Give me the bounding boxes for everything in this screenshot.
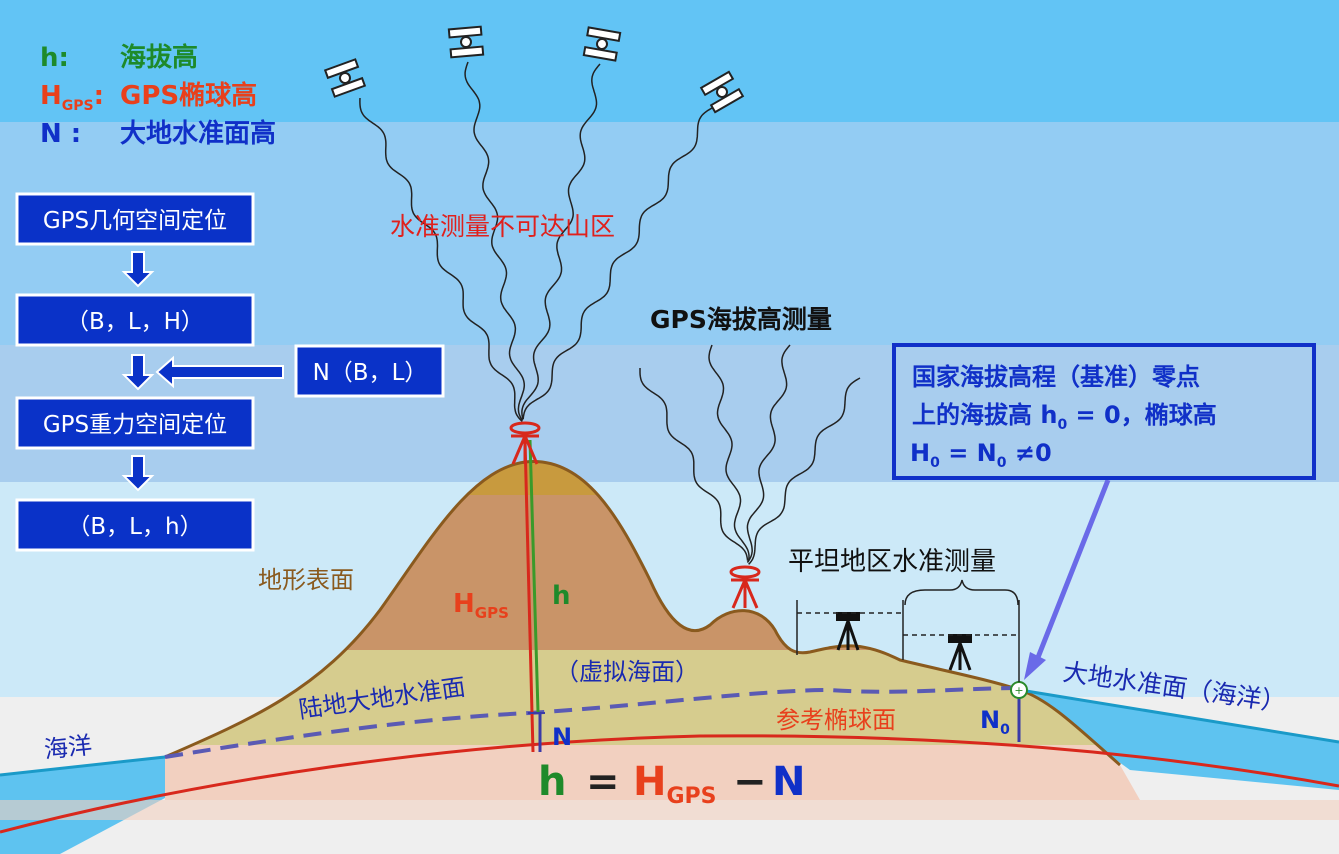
height-formula: h = HGPS − N: [538, 759, 805, 809]
flow-box-gravity: [15, 396, 255, 450]
legend-n-symbol: N :: [40, 119, 81, 149]
flow-arrow-icon: [121, 251, 284, 492]
leveling-instrument-icon: [836, 612, 860, 651]
satellite-icon: [447, 25, 485, 59]
sea-surface-right: [1019, 688, 1339, 744]
signal-wave: [521, 63, 601, 420]
legend-n-label: 大地水准面高: [120, 118, 276, 149]
leveling-instrument-icon: [948, 634, 972, 671]
signal-waves: [359, 61, 861, 565]
label-gps-height: GPS海拔高测量: [650, 305, 832, 334]
svg-text:HGPS:: HGPS:: [40, 81, 104, 114]
svg-text:国家海拔高程（基准）零点: 国家海拔高程（基准）零点: [912, 363, 1200, 391]
svg-text:H0 = N0 ≠0: H0 = N0 ≠0: [910, 439, 1052, 471]
label-ellipsoid: 参考椭球面: [776, 706, 896, 734]
label-flat-leveling: 平坦地区水准测量: [788, 547, 996, 577]
signal-wave: [359, 97, 523, 422]
svg-text:−: −: [733, 759, 767, 805]
legend-h-symbol: h:: [40, 43, 69, 73]
label-mountain-area: 水准测量不可达山区: [390, 212, 615, 241]
label-ocean: 海洋: [43, 731, 94, 764]
label-terrain: 地形表面: [258, 566, 354, 594]
svg-text:GPS几何空间定位: GPS几何空间定位: [43, 208, 227, 234]
signal-wave: [639, 368, 749, 561]
flow-box-geometric: [15, 192, 255, 246]
flow-box-n: [294, 344, 445, 398]
datum-callout-box: [892, 343, 1316, 480]
datum-callout-text: 国家海拔高程（基准）零点 上的海拔高 h0 = 0，椭球高 H0 = N0 ≠0: [910, 363, 1217, 471]
gps-receiver-icon: [509, 421, 541, 465]
signal-wave: [522, 107, 713, 419]
callout-arrow: [1032, 479, 1111, 666]
satellite-icon: [323, 58, 367, 98]
h-line: [528, 439, 540, 713]
terrain-surface-line: [164, 460, 1121, 767]
flow-box-blh-lower: [15, 498, 255, 552]
legend-hgps-label: GPS椭球高: [120, 80, 257, 111]
label-h: h: [552, 581, 571, 611]
signal-wave: [708, 344, 750, 562]
svg-text:（B，L，h）: （B，L，h）: [67, 514, 202, 540]
sky-band: [0, 0, 1339, 122]
leveling-rods: [796, 579, 1020, 682]
svg-text:=: =: [586, 759, 620, 805]
label-virtual-sea: （虚拟海面）: [555, 658, 699, 686]
flow-box-blh: [15, 293, 255, 347]
flowchart: GPS几何空间定位 （B，L，H） GPS重力空间定位 （B，L，h） N（B，…: [15, 192, 445, 552]
sea-surface-left: [0, 755, 166, 777]
satellite-icon: [699, 70, 745, 114]
svg-text:（B，L，H）: （B，L，H）: [66, 309, 204, 335]
legend: h: 海拔高 HGPS: GPS椭球高 N : 大地水准面高: [40, 42, 276, 149]
svg-text:+: +: [1014, 684, 1023, 697]
hgps-line: [523, 439, 535, 753]
svg-text:HGPS: HGPS: [633, 759, 717, 809]
svg-text:上的海拔高 h0 = 0，椭球高: 上的海拔高 h0 = 0，椭球高: [912, 401, 1217, 433]
gps-receiver-icon: [729, 565, 761, 609]
label-n: N: [552, 723, 572, 751]
land-geoid-line: [164, 686, 1021, 759]
signal-wave: [748, 377, 861, 565]
svg-text:GPS重力空间定位: GPS重力空间定位: [43, 412, 227, 438]
legend-h-label: 海拔高: [120, 42, 198, 73]
label-hgps: HGPS: [453, 589, 509, 622]
reference-ellipsoid-line: [0, 734, 1339, 834]
signal-wave: [464, 61, 526, 421]
signal-wave: [746, 344, 791, 563]
svg-text:N: N: [772, 759, 805, 805]
ocean-right: [1020, 690, 1339, 790]
label-n0: N0: [980, 706, 1010, 738]
satellite-icon: [582, 26, 622, 62]
svg-text:h: h: [538, 759, 566, 805]
svg-text:N（B，L）: N（B，L）: [313, 360, 428, 386]
